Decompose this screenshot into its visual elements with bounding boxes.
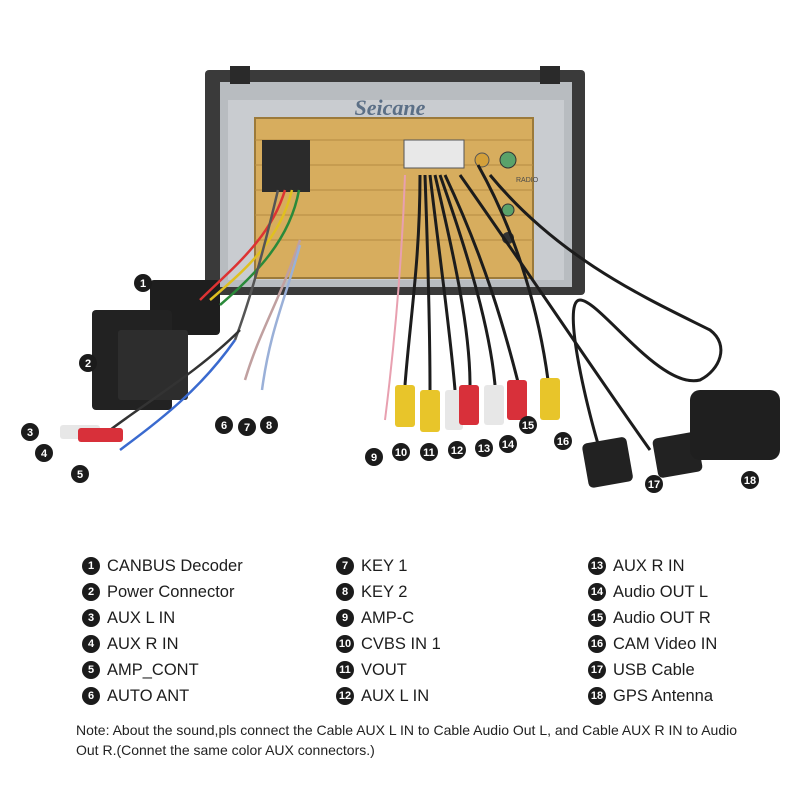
svg-text:13: 13 <box>478 443 490 455</box>
svg-text:14: 14 <box>502 439 515 451</box>
callout-9: 9 <box>365 448 383 466</box>
callout-1: 1 <box>134 274 152 292</box>
usb-connectors <box>582 432 703 488</box>
svg-text:9: 9 <box>371 452 377 464</box>
svg-text:5: 5 <box>77 469 83 481</box>
svg-text:16: 16 <box>557 436 569 448</box>
svg-text:11: 11 <box>423 447 435 459</box>
callout-12: 12 <box>448 441 466 459</box>
callout-14: 14 <box>499 435 517 453</box>
wiring-diagram: Seicane RADIO <box>21 66 780 493</box>
callout-5: 5 <box>71 465 89 483</box>
svg-text:6: 6 <box>221 420 227 432</box>
svg-text:1: 1 <box>140 278 146 290</box>
gps-antenna <box>690 390 780 460</box>
svg-text:15: 15 <box>522 420 534 432</box>
callout-7: 7 <box>238 418 256 436</box>
callout-2: 2 <box>79 354 97 372</box>
callout-16: 16 <box>554 432 572 450</box>
svg-text:8: 8 <box>266 420 272 432</box>
rca-bundle <box>403 164 723 451</box>
callout-6: 6 <box>215 416 233 434</box>
svg-text:10: 10 <box>395 447 407 459</box>
svg-text:12: 12 <box>451 445 463 457</box>
wire-bundle-left <box>109 189 302 451</box>
head-unit: Seicane RADIO <box>205 66 585 295</box>
power-connector <box>92 310 188 410</box>
callout-11: 11 <box>420 443 438 461</box>
radio-port-label: RADIO <box>516 177 539 184</box>
svg-text:7: 7 <box>244 422 250 434</box>
callout-18: 18 <box>741 471 759 489</box>
callout-10: 10 <box>392 443 410 461</box>
svg-text:2: 2 <box>85 358 91 370</box>
callout-15: 15 <box>519 416 537 434</box>
rca-plugs <box>60 378 560 442</box>
callout-8: 8 <box>260 416 278 434</box>
svg-text:3: 3 <box>27 427 33 439</box>
svg-text:17: 17 <box>648 479 660 491</box>
callout-13: 13 <box>475 439 493 457</box>
callout-3: 3 <box>21 423 39 441</box>
brand-logo: Seicane <box>355 95 426 120</box>
installation-note: Note: About the sound,pls connect the Ca… <box>76 722 738 758</box>
svg-text:4: 4 <box>41 448 48 460</box>
svg-text:18: 18 <box>744 475 756 487</box>
callout-markers: 1 2 3 4 5 6 7 8 9 10 11 12 13 14 15 16 1… <box>21 274 759 493</box>
callout-4: 4 <box>35 444 53 462</box>
callout-17: 17 <box>645 475 663 493</box>
